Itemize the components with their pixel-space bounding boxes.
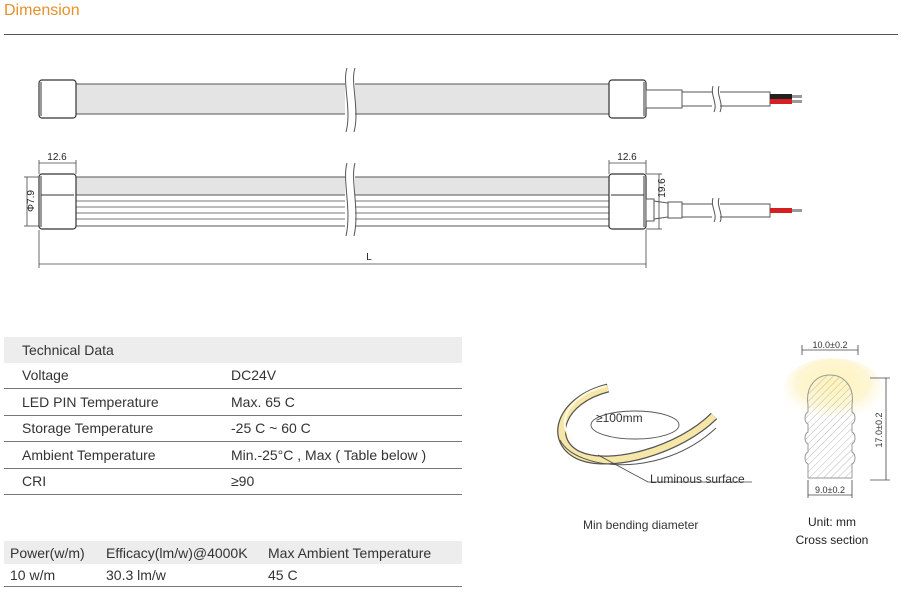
row-label: Storage Temperature [4, 415, 231, 442]
dim-cap-left: 12.6 [47, 152, 67, 163]
technical-data-header: Technical Data [4, 337, 462, 363]
cross-section-diagram: 10.0±0.2 17.0±0.2 9.0±0.2 Unit: mm Cross… [783, 340, 890, 547]
bending-caption: Min bending diameter [583, 518, 698, 532]
technical-data-table: Technical Data Voltage DC24V LED PIN Tem… [4, 337, 462, 495]
bending-diagram: ≥100mm Luminous surface Min bending diam… [557, 383, 752, 532]
table-row: Storage Temperature -25 C ~ 60 C [4, 415, 462, 442]
cross-top-width: 10.0±0.2 [813, 340, 848, 350]
cross-section-caption: Cross section [796, 533, 869, 547]
luminous-surface-label: Luminous surface [650, 472, 745, 486]
dim-diameter: Φ7.9 [26, 190, 37, 212]
table-header-row: Technical Data [4, 337, 462, 363]
table-row: Voltage DC24V [4, 362, 462, 389]
side-view-strip: 12.6 12.6 Φ7.9 19.6 L [24, 152, 802, 268]
column-header: Efficacy(lm/w)@4000K [100, 541, 262, 564]
bend-radius-label: ≥100mm [596, 411, 643, 425]
power-table: Power(w/m) Efficacy(lm/w)@4000K Max Ambi… [4, 541, 462, 587]
table-row: Ambient Temperature Min.-25°C , Max ( Ta… [4, 441, 462, 469]
unit-label: Unit: mm [808, 515, 856, 529]
table-cell: 45 C [262, 564, 462, 587]
row-value: Min.-25°C , Max ( Table below ) [231, 441, 462, 469]
dimension-drawing: 12.6 12.6 Φ7.9 19.6 L [24, 67, 802, 268]
row-value: ≥90 [231, 468, 462, 495]
table-cell: 10 w/m [4, 564, 100, 587]
table-header-row: Power(w/m) Efficacy(lm/w)@4000K Max Ambi… [4, 541, 462, 564]
row-value: Max. 65 C [231, 388, 462, 416]
dim-length: L [366, 252, 372, 263]
cross-bottom-width: 9.0±0.2 [815, 485, 845, 495]
cross-height: 17.0±0.2 [874, 413, 884, 448]
row-label: CRI [4, 468, 231, 495]
table-row: 10 w/m 30.3 lm/w 45 C [4, 564, 462, 587]
row-value: -25 C ~ 60 C [231, 415, 462, 442]
dim-cap-right: 12.6 [617, 152, 637, 163]
row-value: DC24V [231, 362, 462, 389]
end-cap-left [38, 79, 77, 119]
profile-shape [804, 374, 856, 479]
column-header: Max Ambient Temperature [262, 541, 462, 564]
section-title: Dimension [4, 2, 80, 19]
row-label: Voltage [4, 362, 231, 389]
row-label: Ambient Temperature [4, 441, 231, 469]
top-view-strip [38, 67, 802, 133]
row-label: LED PIN Temperature [4, 388, 231, 416]
end-cap-right [608, 79, 647, 119]
title-divider [4, 34, 898, 35]
column-header: Power(w/m) [4, 541, 100, 564]
table-row: LED PIN Temperature Max. 65 C [4, 388, 462, 416]
dim-height: 19.6 [657, 178, 668, 198]
table-row: CRI ≥90 [4, 468, 462, 495]
table-cell: 30.3 lm/w [100, 564, 262, 587]
